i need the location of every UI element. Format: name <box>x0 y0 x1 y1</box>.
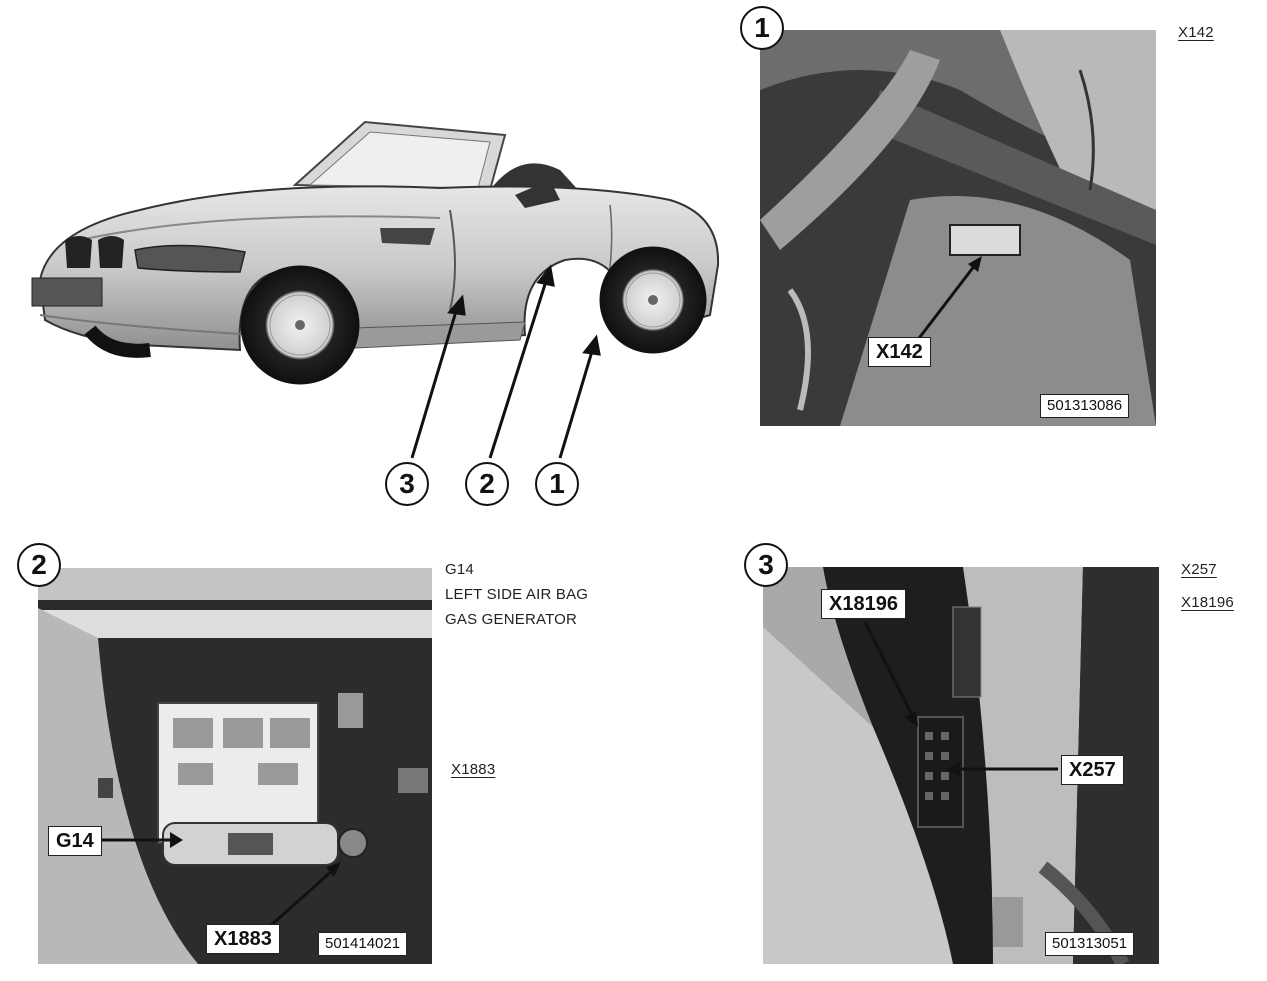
panel2-side-label-airbag: LEFT SIDE AIR BAG <box>445 586 589 603</box>
panel3-figure-id: 501313051 <box>1045 932 1135 956</box>
panel2-photo: G14 X1883 501414021 <box>38 568 432 964</box>
overview-callout-1: 1 <box>535 462 579 506</box>
panel3-number: 3 <box>744 543 788 587</box>
panel3-callout-x18196: X18196 <box>821 589 906 619</box>
panel2-callout-x1883: X1883 <box>206 924 280 954</box>
car-overview-illustration: 3 2 1 <box>20 100 730 520</box>
panel2-number: 2 <box>17 543 61 587</box>
car-drawing <box>31 120 720 459</box>
panel2-arrows <box>102 832 341 930</box>
panel1-figure-id: 501313086 <box>1040 394 1130 418</box>
panel2-callout-g14: G14 <box>48 826 102 856</box>
overview-callout-3: 3 <box>385 462 429 506</box>
panel3-arrows <box>863 621 1058 777</box>
panel1-arrow <box>908 256 982 351</box>
overview-callout-2: 2 <box>465 462 509 506</box>
panel3-side-label-x18196: X18196 <box>1181 594 1234 611</box>
panel1-side-label: X142 <box>1178 24 1214 41</box>
panel1-callout-x142: X142 <box>868 337 931 367</box>
panel2-side-label-x1883: X1883 <box>451 761 496 778</box>
panel2-side-label-gas-generator: GAS GENERATOR <box>445 611 578 628</box>
panel1-number: 1 <box>740 6 784 50</box>
panel3-photo: X18196 X257 501313051 <box>763 567 1159 964</box>
panel3-side-label-x257: X257 <box>1181 561 1217 578</box>
panel2-side-label-g14: G14 <box>445 561 474 578</box>
panel1-photo: X142 501313086 <box>760 30 1156 426</box>
panel3-callout-x257: X257 <box>1061 755 1124 785</box>
panel2-figure-id: 501414021 <box>318 932 408 956</box>
